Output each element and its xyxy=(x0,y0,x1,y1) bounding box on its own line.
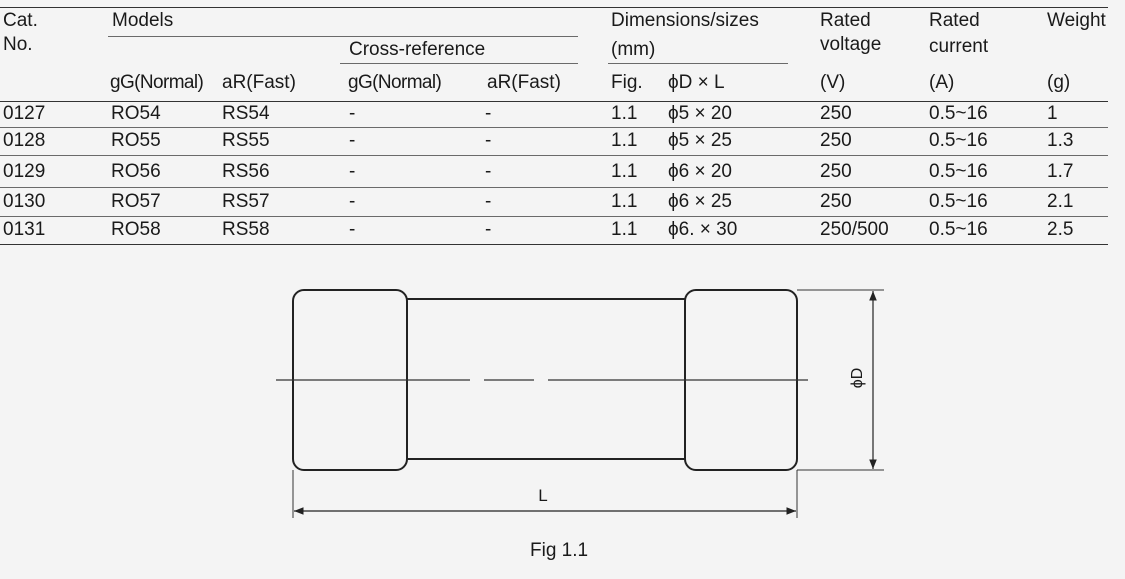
cell-xref-ar: - xyxy=(485,130,492,151)
table-bottom-rule xyxy=(0,244,1108,245)
cell-voltage: 250/500 xyxy=(820,219,889,240)
cell-weight: 1 xyxy=(1047,103,1058,124)
cell-ar-model: RS56 xyxy=(222,161,270,182)
models-underline xyxy=(108,36,578,37)
table-top-rule xyxy=(0,7,1108,8)
cell-cat-no: 0128 xyxy=(3,130,46,151)
cell-xref-ar: - xyxy=(485,161,492,182)
header-current-line3: (A) xyxy=(929,72,955,93)
cell-dimensions: ϕ6. × 30 xyxy=(668,219,738,240)
cell-xref-gg: - xyxy=(349,130,356,151)
cell-cat-no: 0127 xyxy=(3,103,46,124)
cell-xref-ar: - xyxy=(485,103,492,124)
header-cat-line1: Cat. xyxy=(3,10,38,31)
header-voltage-line2: voltage xyxy=(820,34,882,55)
header-current-line1: Rated xyxy=(929,10,980,31)
cell-xref-gg: - xyxy=(349,161,356,182)
cell-voltage: 250 xyxy=(820,130,852,151)
header-gg-normal: gG(Normal) xyxy=(110,72,204,93)
cell-gg-model: RO54 xyxy=(111,103,161,124)
header-dimensions-line2: (mm) xyxy=(611,39,656,60)
header-weight-line1: Weight xyxy=(1047,10,1106,31)
cell-xref-gg: - xyxy=(349,103,356,124)
row-rule-3 xyxy=(0,187,1108,188)
cell-fig: 1.1 xyxy=(611,161,638,182)
header-models: Models xyxy=(112,10,174,31)
header-weight-line3: (g) xyxy=(1047,72,1071,93)
row-rule-1 xyxy=(0,127,1108,128)
header-bottom-rule xyxy=(0,101,1108,102)
cell-ar-model: RS57 xyxy=(222,191,270,212)
cell-gg-model: RO56 xyxy=(111,161,161,182)
fuse-tube xyxy=(404,298,688,460)
cell-ar-model: RS54 xyxy=(222,103,270,124)
cell-fig: 1.1 xyxy=(611,130,638,151)
cell-dimensions: ϕ6 × 25 xyxy=(668,191,732,212)
cell-voltage: 250 xyxy=(820,191,852,212)
cell-dimensions: ϕ5 × 20 xyxy=(668,103,732,124)
crossref-underline xyxy=(340,63,578,64)
cell-fig: 1.1 xyxy=(611,219,638,240)
cell-fig: 1.1 xyxy=(611,191,638,212)
figure-caption: Fig 1.1 xyxy=(530,540,589,561)
fuse-spec-table: Cat. No. Models Cross-reference gG(Norma… xyxy=(0,0,1125,245)
cell-weight: 1.3 xyxy=(1047,130,1074,151)
header-voltage-line3: (V) xyxy=(820,72,846,93)
cell-cat-no: 0130 xyxy=(3,191,46,212)
cell-ar-model: RS55 xyxy=(222,130,270,151)
header-ar-fast: aR(Fast) xyxy=(222,72,296,93)
cell-xref-ar: - xyxy=(485,191,492,212)
diameter-label: ϕD xyxy=(849,368,866,389)
header-phi-d-x-l: ϕD × L xyxy=(668,72,725,93)
header-xref-ar-fast: aR(Fast) xyxy=(487,72,561,93)
cell-xref-ar: - xyxy=(485,219,492,240)
dimensions-underline xyxy=(608,63,788,64)
cell-xref-gg: - xyxy=(349,219,356,240)
cell-weight: 2.5 xyxy=(1047,219,1074,240)
row-rule-2 xyxy=(0,155,1108,156)
cell-weight: 1.7 xyxy=(1047,161,1074,182)
length-label: L xyxy=(538,486,547,505)
cell-ar-model: RS58 xyxy=(222,219,270,240)
header-fig: Fig. xyxy=(611,72,643,93)
cell-current: 0.5~16 xyxy=(929,191,988,212)
cell-dimensions: ϕ6 × 20 xyxy=(668,161,732,182)
header-cross-reference: Cross-reference xyxy=(349,39,486,60)
cell-xref-gg: - xyxy=(349,191,356,212)
header-current-line2: current xyxy=(929,36,989,57)
cell-gg-model: RO57 xyxy=(111,191,161,212)
header-dimensions-line1: Dimensions/sizes xyxy=(611,10,759,31)
header-cat-line2: No. xyxy=(3,34,33,55)
header-voltage-line1: Rated xyxy=(820,10,871,31)
cell-cat-no: 0131 xyxy=(3,219,46,240)
header-xref-gg-normal: gG(Normal) xyxy=(348,72,442,93)
cell-dimensions: ϕ5 × 25 xyxy=(668,130,732,151)
cell-fig: 1.1 xyxy=(611,103,638,124)
cell-weight: 2.1 xyxy=(1047,191,1074,212)
cell-cat-no: 0129 xyxy=(3,161,46,182)
cell-current: 0.5~16 xyxy=(929,130,988,151)
cell-current: 0.5~16 xyxy=(929,103,988,124)
cell-current: 0.5~16 xyxy=(929,161,988,182)
cell-gg-model: RO58 xyxy=(111,219,161,240)
cell-gg-model: RO55 xyxy=(111,130,161,151)
cell-voltage: 250 xyxy=(820,103,852,124)
cell-voltage: 250 xyxy=(820,161,852,182)
cell-current: 0.5~16 xyxy=(929,219,988,240)
row-rule-4 xyxy=(0,216,1108,217)
